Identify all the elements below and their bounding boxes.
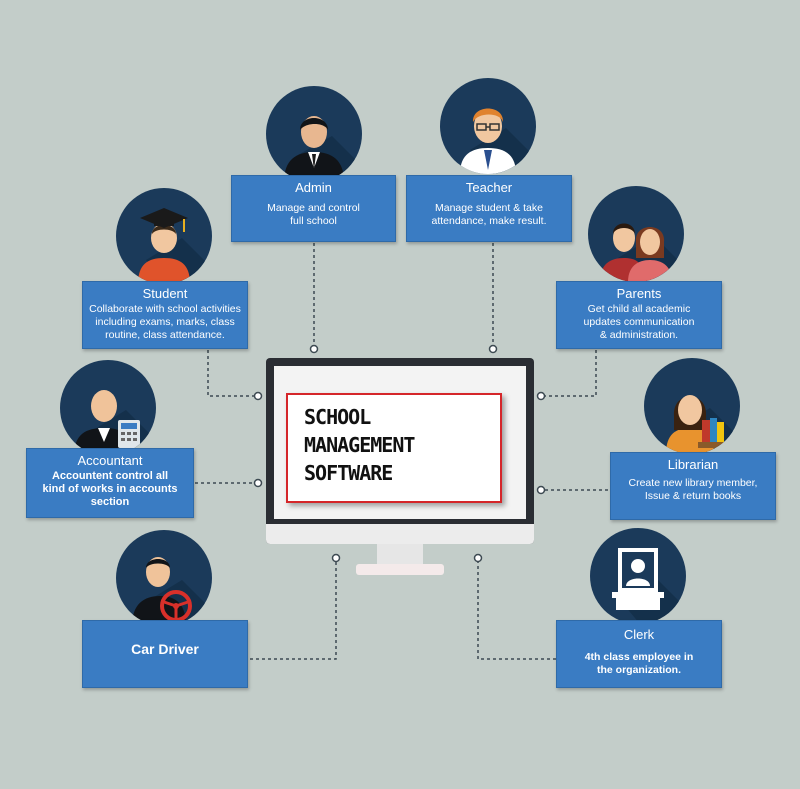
librarian-icon [644,358,740,454]
car-driver-icon [116,530,212,626]
connector-clerk [477,560,556,660]
role-box-parents: Parents Get child all academic updates c… [556,281,722,349]
connector-parents [541,350,597,397]
role-box-teacher: Teacher Manage student & take attendance… [406,175,572,242]
title-line: MANAGEMENT [304,433,415,457]
role-description: Collaborate with school activities inclu… [89,303,241,341]
admin-icon [266,86,362,182]
role-description: Create new library member, Issue & retur… [628,477,758,502]
clerk-icon [590,528,686,624]
role-description: Get child all academic updates communica… [583,303,695,341]
role-description: Manage and control full school [267,202,360,227]
role-box-accountant: Accountant Accountent control all kind o… [26,448,194,518]
software-title-card: SCHOOL MANAGEMENT SOFTWARE [286,393,502,503]
role-title: Admin [295,180,332,195]
role-title: Accountant [77,453,143,468]
title-line: SCHOOL [304,405,371,429]
monitor-base [356,564,444,575]
teacher-icon [440,78,536,174]
role-description: Manage student & take attendance, make r… [431,202,547,227]
role-box-student: Student Collaborate with school activiti… [82,281,248,349]
role-title: Car Driver [131,641,199,657]
student-icon [116,188,212,284]
role-box-car-driver: Car Driver [82,620,248,688]
role-description: 4th class employee in the organization. [584,651,694,676]
title-line: SOFTWARE [304,461,393,485]
role-title: Librarian [667,457,719,472]
role-title: Student [142,286,188,301]
role-title: Teacher [465,180,513,195]
accountant-icon [60,360,156,456]
role-title: Parents [616,286,662,301]
parents-icon [588,186,684,282]
connector-car-driver [250,560,337,660]
monitor-bezel [266,524,534,544]
role-box-admin: Admin Manage and control full school [231,175,396,242]
role-description: Accountent control all kind of works in … [42,470,178,508]
role-box-clerk: Clerk 4th class employee in the organiza… [556,620,722,688]
role-title: Clerk [623,627,655,642]
connector-student [207,350,258,397]
monitor-stand [377,544,423,566]
role-box-librarian: Librarian Create new library member, Iss… [610,452,776,520]
